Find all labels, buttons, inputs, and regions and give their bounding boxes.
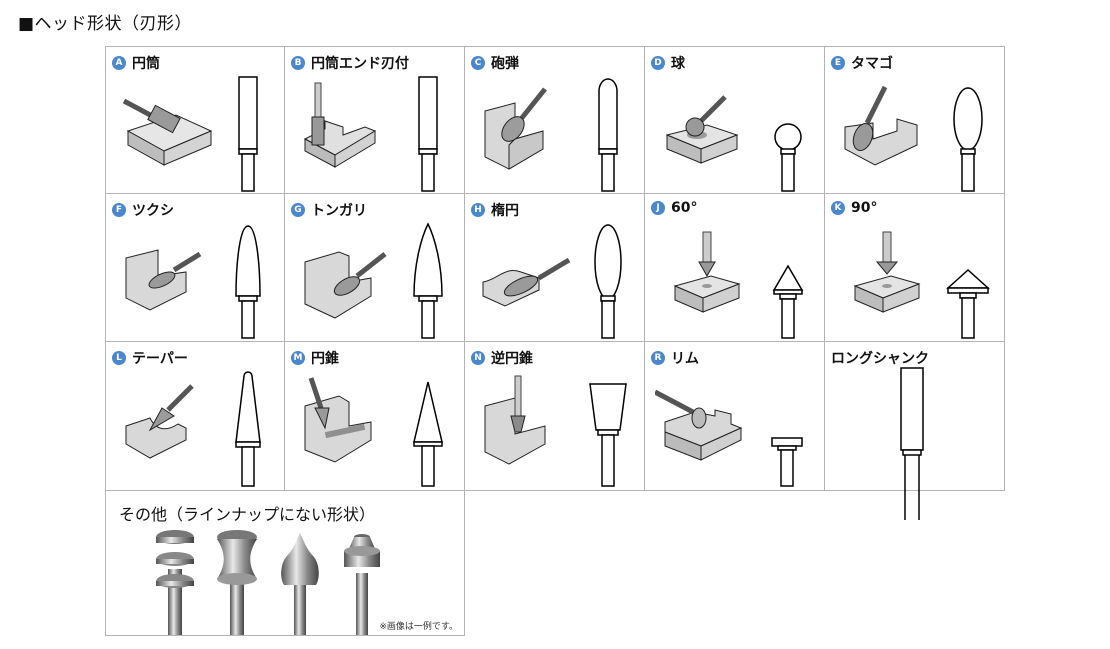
shape-cell-f: F ツクシ (105, 194, 285, 342)
oval-shape-icon (594, 224, 622, 339)
shape-cell-h: H 楕円 (465, 194, 645, 342)
cone60-shape-icon (772, 264, 804, 339)
badge-icon: D (651, 56, 665, 70)
shape-label: ツクシ (132, 203, 174, 219)
long-shank-shape-icon (900, 367, 924, 520)
taper-burr-usage-illustration (125, 384, 194, 459)
shape-label: 円筒 (132, 56, 160, 72)
shape-label: ロングシャンク (831, 351, 929, 367)
shape-cell-m: M 円錐 (285, 342, 465, 491)
cone90-burr-usage-illustration (853, 231, 921, 313)
shape-cell-n: N 逆円錐 (465, 342, 645, 491)
page-title: ■ヘッド形状（刃形） (18, 14, 193, 34)
egg-shape-icon (953, 87, 983, 192)
badge-icon: B (291, 56, 305, 70)
shape-cell-long-shank: ロングシャンク (825, 342, 1005, 520)
other-shapes-panel: その他（ラインナップにない形状） ※画像は一例です。 (105, 489, 465, 636)
cylinder-shape-icon (238, 76, 258, 192)
shape-label: テーパー (132, 351, 188, 367)
cone90-shape-icon (946, 268, 990, 339)
cone-burr-usage-illustration (304, 377, 372, 463)
oval-burr-usage-illustration (482, 257, 571, 307)
cone-shape-icon (413, 381, 443, 487)
badge-icon: C (471, 56, 485, 70)
shape-cell-r: R リム (645, 342, 825, 491)
bullet-burr-usage-illustration (484, 87, 547, 170)
shape-cell-c: C 砲弾 (465, 46, 645, 194)
shape-cell-e: E タマゴ (825, 46, 1005, 194)
other-shapes-title: その他（ラインナップにない形状） (119, 505, 376, 524)
badge-icon: F (112, 203, 126, 217)
shape-cell-g: G トンガリ (285, 194, 465, 342)
cylinder-end-burr-usage-illustration (303, 82, 377, 168)
shape-cell-k: K 90° (825, 194, 1005, 342)
taper-shape-icon (235, 371, 261, 487)
flame-burr-usage-illustration (304, 251, 387, 319)
shape-label: トンガリ (311, 203, 367, 219)
inverted-cone-burr-usage-illustration (484, 375, 546, 465)
other-shapes-note: ※画像は一例です。 (379, 622, 458, 632)
badge-icon: L (112, 351, 126, 365)
egg-burr-usage-illustration (844, 85, 918, 166)
shape-cell-a: A 円筒 (105, 46, 285, 194)
badge-icon: E (831, 56, 845, 70)
rim-burr-usage-illustration (655, 389, 743, 461)
badge-icon: N (471, 351, 485, 365)
shape-cell-j: J 60° (645, 194, 825, 342)
cylinder-end-shape-icon (418, 76, 438, 192)
shape-label: 60° (671, 200, 698, 216)
badge-icon: J (651, 201, 665, 215)
flame-shape-icon (413, 222, 443, 339)
shape-cell-b: B 円筒エンド刃付 (285, 46, 465, 194)
tree-shape-icon (235, 225, 261, 339)
shape-label: 逆円錐 (491, 351, 533, 367)
ball-shape-icon (774, 123, 802, 192)
shape-label: 球 (671, 56, 685, 72)
shape-label: 円錐 (311, 351, 339, 367)
other-shapes-photo (156, 530, 380, 635)
badge-icon: G (291, 203, 305, 217)
ball-burr-usage-illustration (665, 95, 739, 164)
shape-cell-l: L テーパー (105, 342, 285, 491)
cone60-burr-usage-illustration (673, 231, 741, 313)
shape-label: 90° (851, 200, 878, 216)
rim-shape-icon (771, 437, 803, 487)
badge-icon: K (831, 201, 845, 215)
cylinder-burr-usage-illustration (122, 98, 213, 166)
tree-burr-usage-illustration (125, 249, 202, 311)
shape-label: タマゴ (851, 56, 893, 72)
shape-label: リム (671, 351, 699, 367)
inverted-cone-shape-icon (589, 383, 627, 487)
shape-label: 楕円 (491, 203, 519, 219)
shape-label: 砲弾 (491, 56, 519, 72)
badge-icon: M (291, 351, 305, 365)
shape-label: 円筒エンド刃付 (311, 56, 409, 72)
badge-icon: H (471, 203, 485, 217)
badge-icon: R (651, 351, 665, 365)
badge-icon: A (112, 56, 126, 70)
bullet-shape-icon (598, 78, 618, 192)
